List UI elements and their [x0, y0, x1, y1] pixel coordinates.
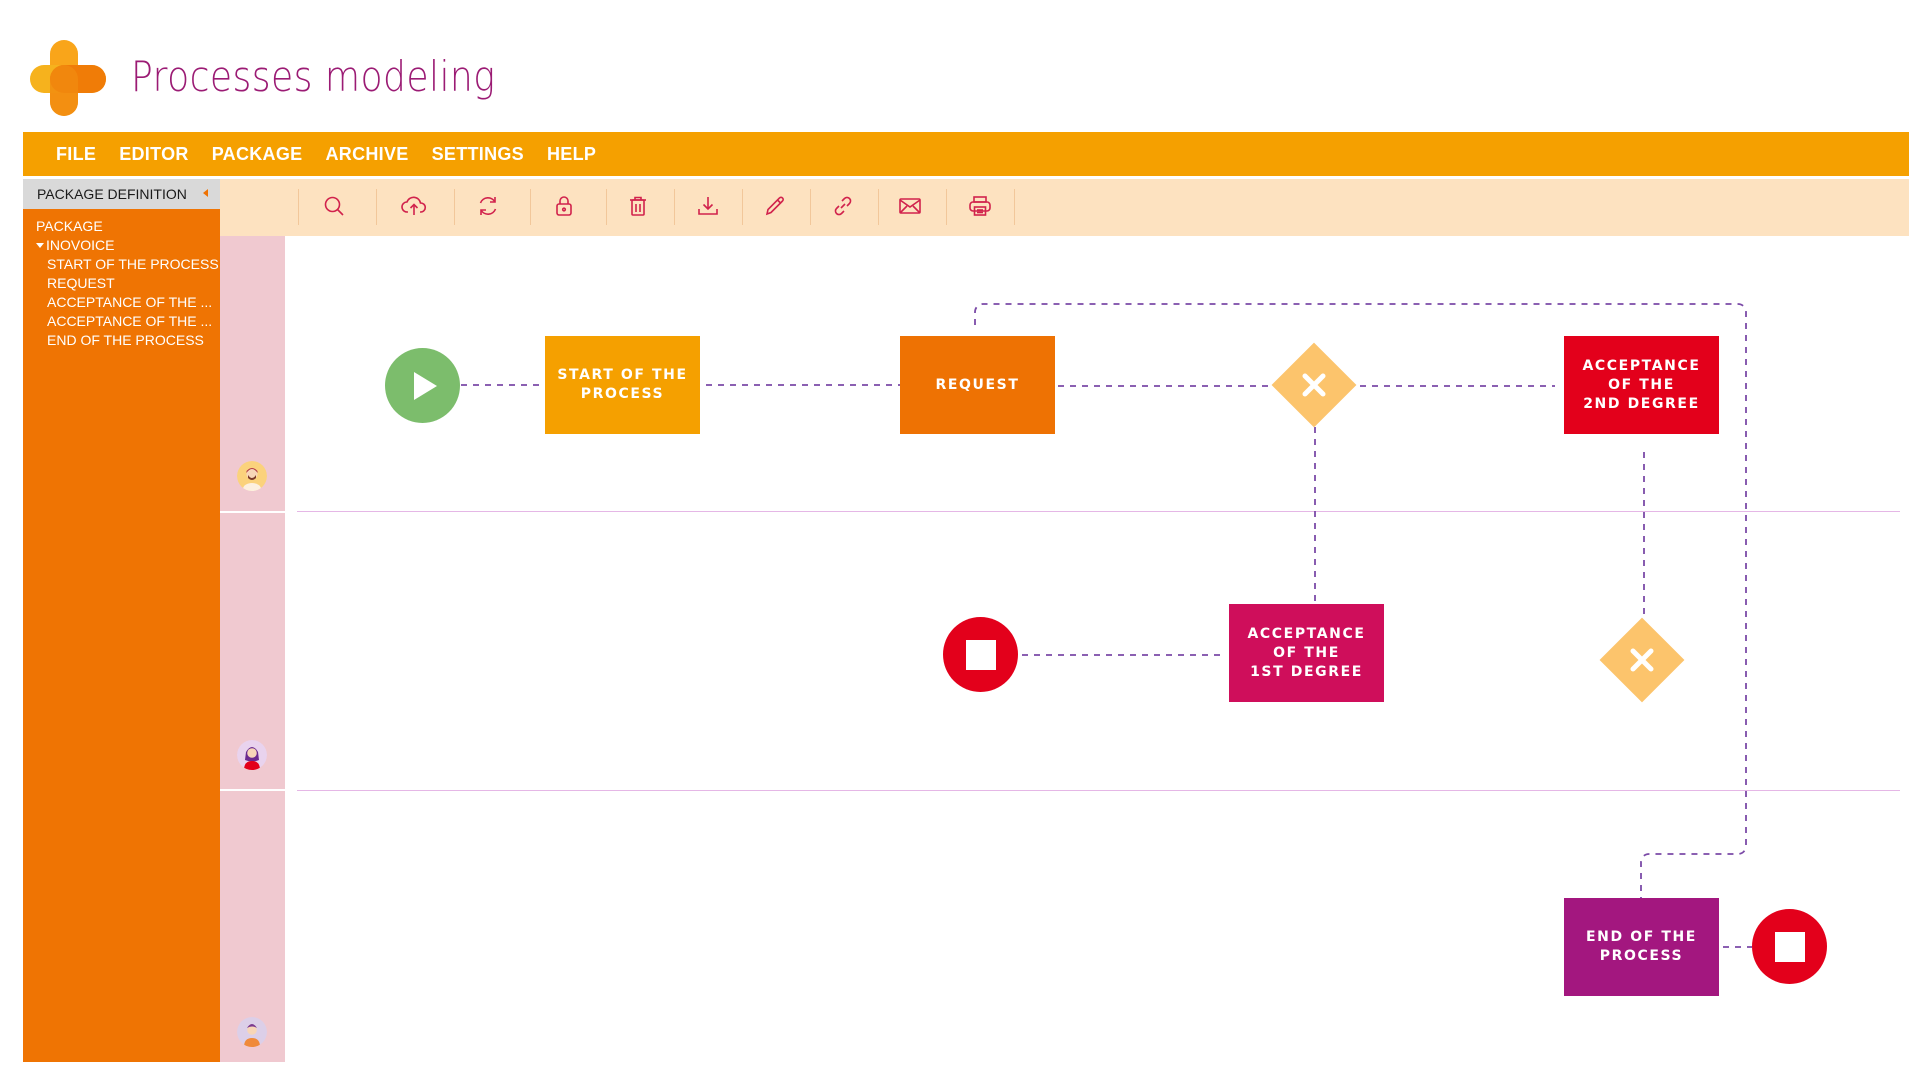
toolbar-divider [606, 189, 607, 225]
toolbar-divider [674, 189, 675, 225]
menu-archive[interactable]: ARCHIVE [325, 143, 409, 164]
pencil-icon[interactable] [757, 188, 793, 224]
play-icon [413, 371, 437, 400]
refresh-icon[interactable] [470, 188, 506, 224]
download-icon[interactable] [690, 188, 726, 224]
menu-package[interactable]: PACKAGE [211, 143, 303, 164]
lane-2-avatar[interactable] [237, 740, 267, 770]
search-icon[interactable] [316, 188, 352, 224]
end-event[interactable] [943, 617, 1018, 692]
mail-icon[interactable] [892, 188, 928, 224]
swimlane-divider [297, 511, 1900, 512]
toolbar-divider [454, 189, 455, 225]
swimlane-divider [297, 790, 1900, 791]
end-event[interactable] [1752, 909, 1827, 984]
task-acceptance-2nd-degree[interactable]: ACCEPTANCE OF THE 2ND DEGREE [1564, 336, 1719, 434]
tree-group-invoice[interactable]: INOVOICE [36, 236, 219, 255]
expand-arrow-icon[interactable] [36, 243, 44, 248]
app-logo [30, 40, 106, 116]
tree-item-end[interactable]: END OF THE PROCESS [47, 332, 204, 348]
swimlane-header-divider [220, 789, 285, 791]
toolbar-divider [742, 189, 743, 225]
toolbar-divider [376, 189, 377, 225]
stop-icon [1774, 931, 1805, 962]
package-tree: PACKAGE INOVOICE START OF THE PROCESS RE… [36, 217, 219, 350]
tree-root-package[interactable]: PACKAGE [36, 218, 103, 234]
link-icon[interactable] [825, 188, 861, 224]
menu-editor[interactable]: EDITOR [119, 143, 189, 164]
cloud-upload-icon[interactable] [396, 188, 432, 224]
toolbar-divider [298, 189, 299, 225]
start-event[interactable] [385, 348, 460, 423]
swimlane-header-strip [220, 236, 285, 1062]
toolbar-divider [530, 189, 531, 225]
toolbar-divider [878, 189, 879, 225]
lane-3-avatar[interactable] [237, 1017, 267, 1047]
stop-icon [965, 639, 996, 670]
tree-group-label: INOVOICE [46, 237, 115, 253]
task-end-of-process[interactable]: END OF THE PROCESS [1564, 898, 1719, 996]
collapse-arrow-icon[interactable] [203, 189, 208, 197]
toolbar-divider [946, 189, 947, 225]
toolbar [220, 179, 1909, 236]
trash-icon[interactable] [620, 188, 656, 224]
task-request[interactable]: REQUEST [900, 336, 1055, 434]
lane-1-avatar[interactable] [237, 461, 267, 491]
task-acceptance-1st-degree[interactable]: ACCEPTANCE OF THE 1ST DEGREE [1229, 604, 1384, 702]
task-start-of-process[interactable]: START OF THE PROCESS [545, 336, 700, 434]
print-icon[interactable] [962, 188, 998, 224]
sidebar-header-label: PACKAGE DEFINITION [37, 186, 187, 202]
sidebar-header: PACKAGE DEFINITION [23, 179, 220, 209]
toolbar-divider [1014, 189, 1015, 225]
tree-item-start[interactable]: START OF THE PROCESS [47, 256, 219, 272]
lock-icon[interactable] [546, 188, 582, 224]
menu-settings[interactable]: SETTINGS [431, 143, 524, 164]
close-x-icon [1302, 373, 1326, 397]
sidebar: PACKAGE INOVOICE START OF THE PROCESS RE… [23, 209, 220, 1062]
app-title: Processes modeling [131, 52, 496, 101]
menu-bar: FILE EDITOR PACKAGE ARCHIVE SETTINGS HEL… [23, 132, 1909, 176]
menu-help[interactable]: HELP [547, 143, 597, 164]
tree-item-acceptance-a[interactable]: ACCEPTANCE OF THE ... [47, 294, 213, 310]
tree-item-request[interactable]: REQUEST [47, 275, 115, 291]
swimlane-header-divider [220, 511, 285, 513]
menu-file[interactable]: FILE [56, 143, 97, 164]
toolbar-divider [810, 189, 811, 225]
close-x-icon [1630, 648, 1654, 672]
tree-item-acceptance-b[interactable]: ACCEPTANCE OF THE ... [47, 313, 213, 329]
